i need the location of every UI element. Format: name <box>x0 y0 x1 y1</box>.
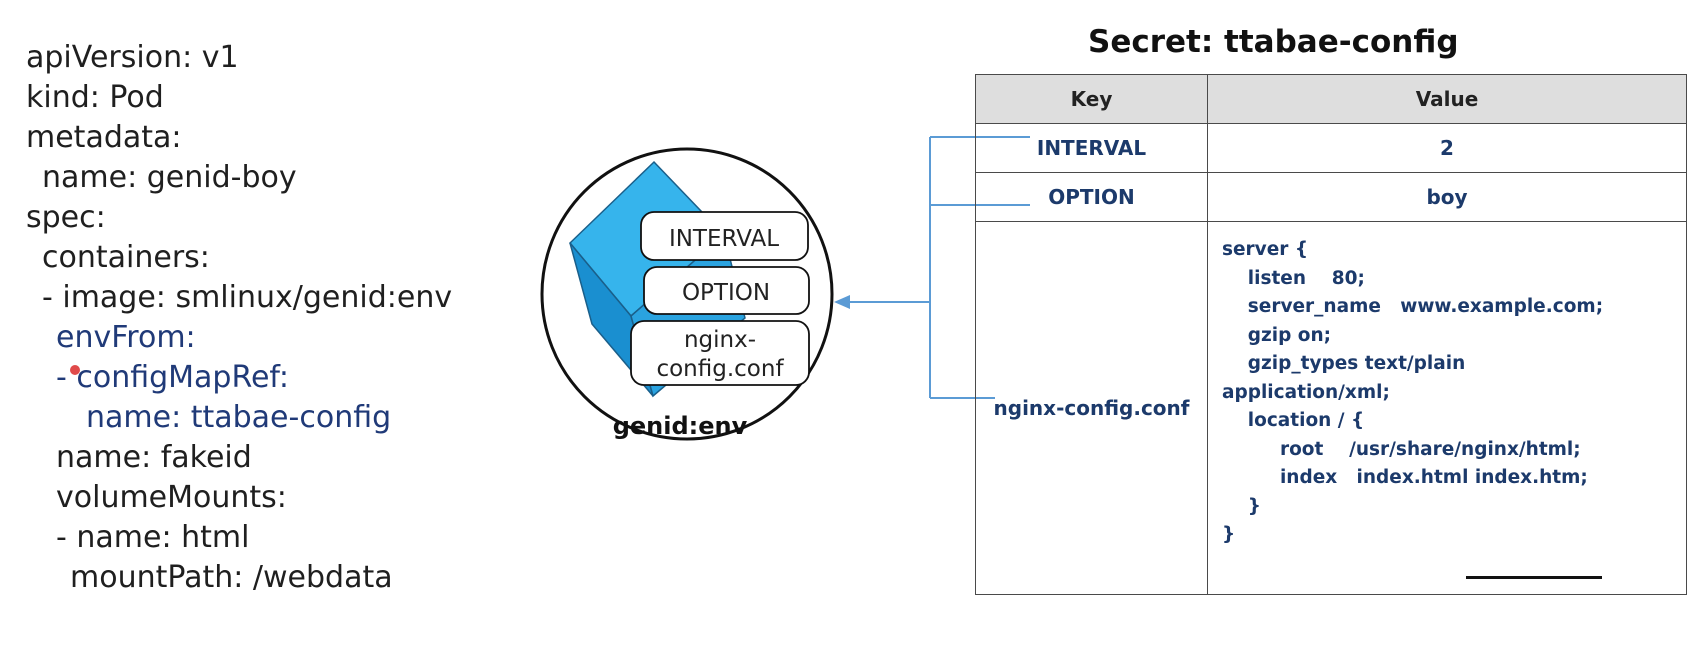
yaml-line-configmap-name: name: ttabae-config <box>86 400 392 435</box>
yaml-line-kind: kind: Pod <box>26 80 164 115</box>
key-option: OPTION <box>975 172 1208 222</box>
nginx-config-code: server { listen 80; server_name www.exam… <box>1222 239 1604 545</box>
table-row: INTERVAL 2 <box>975 123 1687 173</box>
yaml-line-configmapref: - configMapRef: <box>56 360 290 395</box>
pointer-dot <box>70 365 80 375</box>
secret-table: Key Value INTERVAL 2 OPTION boy nginx-co… <box>975 74 1687 595</box>
env-box-nginx-config-line1: nginx- <box>684 327 756 353</box>
value-option: boy <box>1207 172 1687 222</box>
env-box-nginx-config <box>630 320 810 386</box>
env-box-option-label: OPTION <box>682 280 770 306</box>
value-header: Value <box>1207 74 1687 124</box>
env-box-interval <box>640 211 809 261</box>
pod-image-label: genid:env <box>613 412 748 440</box>
value-nginx-config: server { listen 80; server_name www.exam… <box>1207 221 1687 595</box>
env-box-interval-label: INTERVAL <box>669 226 779 252</box>
value-interval: 2 <box>1207 123 1687 173</box>
underline-mark <box>1466 576 1602 579</box>
yaml-line-spec: spec: <box>26 200 106 235</box>
key-header: Key <box>975 74 1208 124</box>
env-box-nginx-config-line2: config.conf <box>656 356 784 382</box>
arrow-left-icon <box>834 295 850 309</box>
yaml-line-volume-name: - name: html <box>56 520 250 555</box>
yaml-line-image: - image: smlinux/genid:env <box>42 280 453 315</box>
secret-header-row: Key Value <box>975 74 1687 124</box>
table-row: OPTION boy <box>975 172 1687 222</box>
yaml-line-apiversion: apiVersion: v1 <box>26 40 239 75</box>
yaml-line-metadata: metadata: <box>26 120 182 155</box>
yaml-line-containers: containers: <box>42 240 210 275</box>
env-box-option <box>643 266 810 315</box>
yaml-line-name: name: genid-boy <box>42 160 297 195</box>
key-nginx-config: nginx-config.conf <box>975 221 1208 595</box>
yaml-line-container-name: name: fakeid <box>56 440 252 475</box>
key-interval: INTERVAL <box>975 123 1208 173</box>
yaml-line-mountpath: mountPath: /webdata <box>70 560 393 595</box>
yaml-line-envfrom: envFrom: <box>56 320 196 355</box>
yaml-line-volumemounts: volumeMounts: <box>56 480 287 515</box>
table-row: nginx-config.conf server { listen 80; se… <box>975 221 1687 595</box>
secret-title: Secret: ttabae-config <box>1088 24 1459 60</box>
